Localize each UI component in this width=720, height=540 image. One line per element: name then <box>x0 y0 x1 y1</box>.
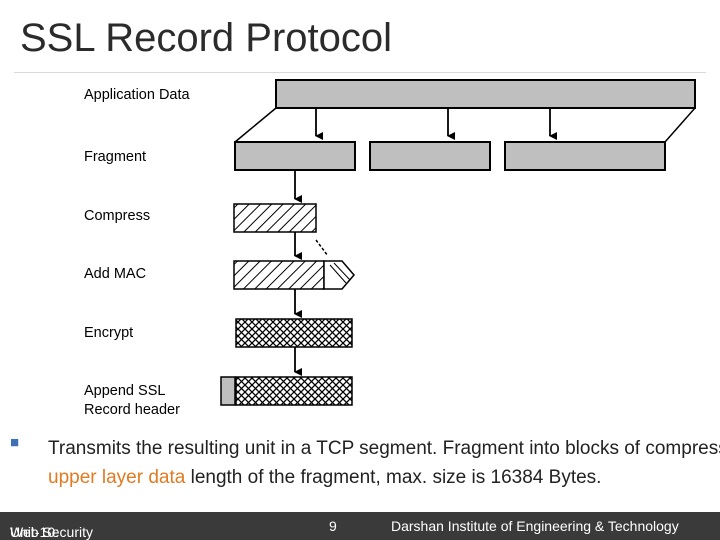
fragment-box <box>234 141 356 171</box>
application-data-box <box>275 79 696 109</box>
stage-label-fragment: Fragment <box>84 149 147 165</box>
slide-title: SSL Record Protocol <box>20 16 393 60</box>
stage-label-append-ssl: Append SSL <box>84 383 166 399</box>
title-divider <box>14 72 706 73</box>
ssl-header-box <box>220 376 236 406</box>
compressed-box <box>233 203 317 233</box>
body-text-highlight: upper layer data <box>48 467 186 488</box>
bullet-square-icon: ■ <box>10 434 20 451</box>
footer-bar: Unit-10: Web Security 9 Darshan Institut… <box>0 512 720 540</box>
stage-label-add-mac: Add MAC <box>84 266 147 282</box>
body-text-line-2-rest: length of the fragment, max. size is 163… <box>190 467 602 488</box>
fragment-box <box>369 141 491 171</box>
body-text-line-1: Transmits the resulting unit in a TCP se… <box>48 438 720 459</box>
stage-label-record-header: Record header <box>84 402 180 418</box>
ssl-record-payload-box <box>235 376 353 406</box>
footer-unit-name: Web Security <box>10 524 93 540</box>
stage-label-compress: Compress <box>84 208 151 224</box>
fragment-box <box>504 141 666 171</box>
footer-institute: Darshan Institute of Engineering & Techn… <box>391 518 679 534</box>
stage-label-application-data: Application Data <box>84 87 190 103</box>
mac-box-hatch <box>329 262 351 284</box>
page-number: 9 <box>329 518 337 534</box>
mac-data-box <box>233 260 325 290</box>
fragment-brackets <box>234 107 696 143</box>
mac-arrow <box>315 239 329 257</box>
body-text-line-2: upper layer data length of the fragment,… <box>48 467 601 489</box>
footer-unit-prefix: Unit-10: <box>10 524 60 540</box>
stage-label-encrypt: Encrypt <box>84 325 134 341</box>
encrypted-box <box>235 318 353 348</box>
fragment-arrows <box>315 108 557 140</box>
